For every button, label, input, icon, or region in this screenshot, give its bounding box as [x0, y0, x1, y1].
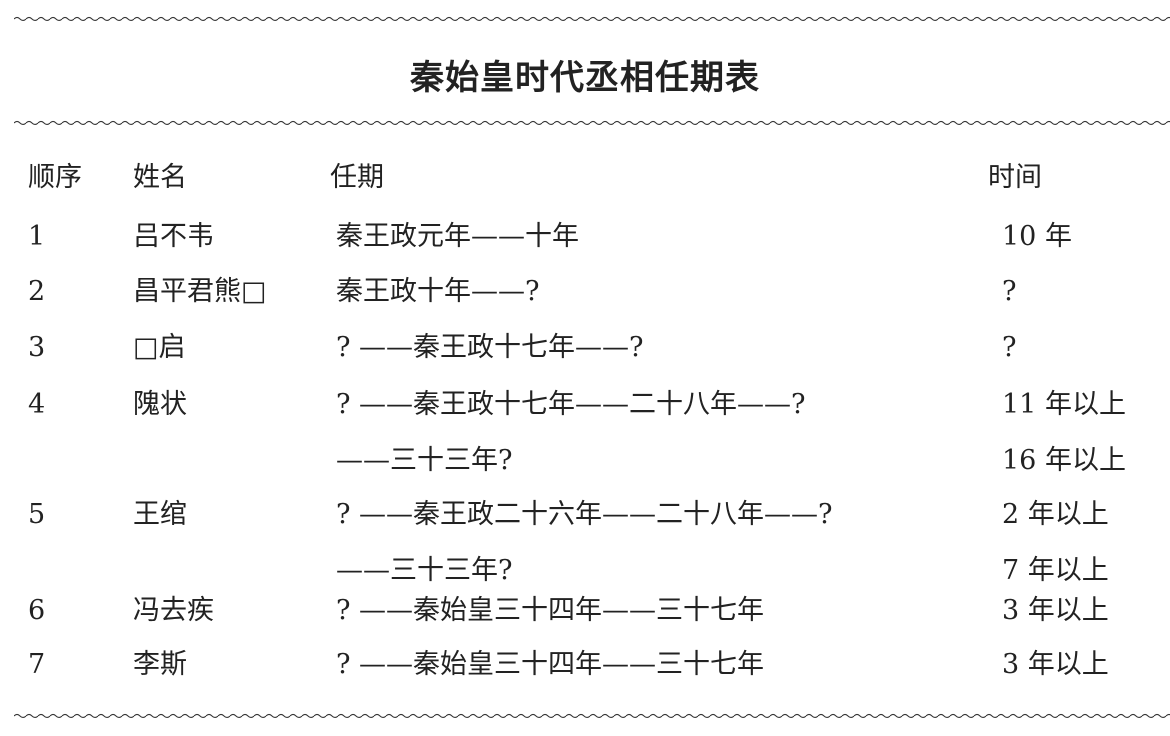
time-line: 7 年以上: [1002, 555, 1109, 586]
header-name: 姓名: [133, 162, 187, 193]
bottom-wavy-divider: [14, 711, 1170, 721]
time-line: 2 年以上: [1002, 499, 1109, 530]
tenure-line: 秦王政十年——?: [336, 276, 540, 307]
time-line: 3 年以上: [1002, 649, 1109, 680]
row-tenure: ? ——秦始皇三十四年——三十七年: [336, 583, 764, 639]
header-time: 时间: [988, 162, 1042, 193]
row-order: 7: [28, 649, 46, 680]
row-time: 10 年: [1002, 209, 1072, 265]
row-order: 1: [28, 221, 46, 252]
row-tenure: 秦王政十年——?: [336, 264, 539, 320]
row-order: 2: [28, 276, 46, 307]
row-tenure: 秦王政元年——十年: [336, 209, 579, 265]
tenure-line: ——三十三年?: [336, 445, 513, 476]
time-line: 10 年: [1002, 221, 1072, 252]
row-time: 3 年以上: [1002, 583, 1109, 639]
time-line: ?: [1002, 332, 1017, 363]
tenure-line: ? ——秦始皇三十四年——三十七年: [336, 649, 765, 680]
row-name: 昌平君熊□: [133, 276, 267, 307]
time-line: 11 年以上: [1002, 389, 1126, 420]
tenure-line: ? ——秦始皇三十四年——三十七年: [336, 595, 765, 626]
header-wavy-divider: [14, 118, 1170, 128]
row-time: 11 年以上 16 年以上: [1002, 377, 1126, 489]
tenure-line: 秦王政元年——十年: [336, 221, 579, 252]
time-line: 3 年以上: [1002, 595, 1109, 626]
row-tenure: ? ——秦王政十七年——二十八年——? ——三十三年?: [336, 377, 806, 489]
row-time: 3 年以上: [1002, 637, 1109, 693]
table-title: 秦始皇时代丞相任期表: [410, 58, 760, 98]
row-time: ?: [1002, 264, 1016, 320]
top-wavy-divider: [14, 14, 1170, 24]
row-tenure: ? ——秦始皇三十四年——三十七年: [336, 637, 764, 693]
time-line: ?: [1002, 276, 1017, 307]
header-tenure: 任期: [330, 162, 384, 193]
row-name: 吕不韦: [133, 221, 214, 252]
time-line: 16 年以上: [1002, 445, 1126, 476]
row-name: 王绾: [133, 499, 187, 530]
row-name: □启: [133, 332, 186, 363]
row-order: 3: [28, 332, 46, 363]
tenure-line: ? ——秦王政十七年——?: [336, 332, 644, 363]
row-order: 6: [28, 595, 46, 626]
tenure-line: ? ——秦王政十七年——二十八年——?: [336, 389, 806, 420]
row-time: ?: [1002, 320, 1016, 376]
tenure-line: ? ——秦王政二十六年——二十八年——?: [336, 499, 833, 530]
row-tenure: ? ——秦王政十七年——?: [336, 320, 644, 376]
row-tenure: ? ——秦王政二十六年——二十八年——? ——三十三年?: [336, 487, 833, 599]
row-order: 5: [28, 499, 46, 530]
row-name: 李斯: [133, 649, 187, 680]
row-time: 2 年以上 7 年以上: [1002, 487, 1109, 599]
row-name: 隗状: [133, 389, 187, 420]
header-order: 顺序: [28, 162, 82, 193]
tenure-line: ——三十三年?: [336, 555, 513, 586]
row-name: 冯去疾: [133, 595, 214, 626]
row-order: 4: [28, 389, 46, 420]
